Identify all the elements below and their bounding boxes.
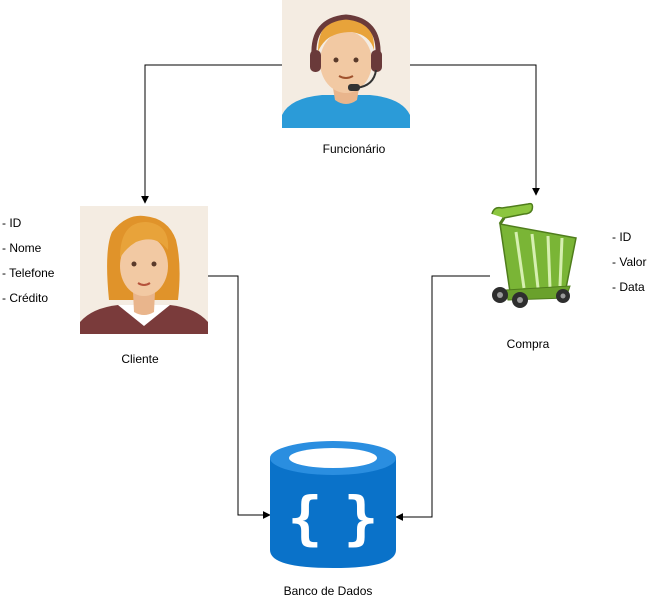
edge-funcionario-cliente bbox=[141, 64, 283, 204]
cliente-attributes: - ID - Nome - Telefone - Crédito bbox=[2, 216, 54, 316]
edge-funcionario-compra bbox=[410, 64, 540, 196]
shopping-cart-icon[interactable] bbox=[491, 202, 577, 308]
female-user-avatar-icon[interactable] bbox=[80, 206, 208, 334]
compra-label: Compra bbox=[506, 337, 550, 351]
edge-compra-banco bbox=[395, 275, 490, 521]
customer-support-agent-icon[interactable] bbox=[282, 0, 410, 128]
svg-text:}: } bbox=[344, 484, 379, 552]
connectors bbox=[141, 64, 540, 521]
cliente-attribute: - Crédito bbox=[2, 291, 49, 305]
cliente-label: Cliente bbox=[121, 352, 159, 366]
banco-label: Banco de Dados bbox=[283, 584, 373, 598]
compra-attributes: - ID - Valor - Data bbox=[612, 230, 646, 305]
compra-attribute: - ID bbox=[612, 230, 632, 244]
json-database-icon[interactable]: { } bbox=[270, 441, 396, 568]
svg-text:{: { bbox=[288, 484, 323, 552]
cliente-attribute: - Telefone bbox=[2, 266, 55, 280]
compra-attribute: - Valor bbox=[612, 255, 647, 269]
funcionario-label: Funcionário bbox=[322, 142, 386, 156]
cliente-attribute: - Nome bbox=[2, 241, 42, 255]
compra-attribute: - Data bbox=[612, 280, 645, 294]
edge-cliente-banco bbox=[208, 275, 271, 519]
cliente-attribute: - ID bbox=[2, 216, 22, 230]
